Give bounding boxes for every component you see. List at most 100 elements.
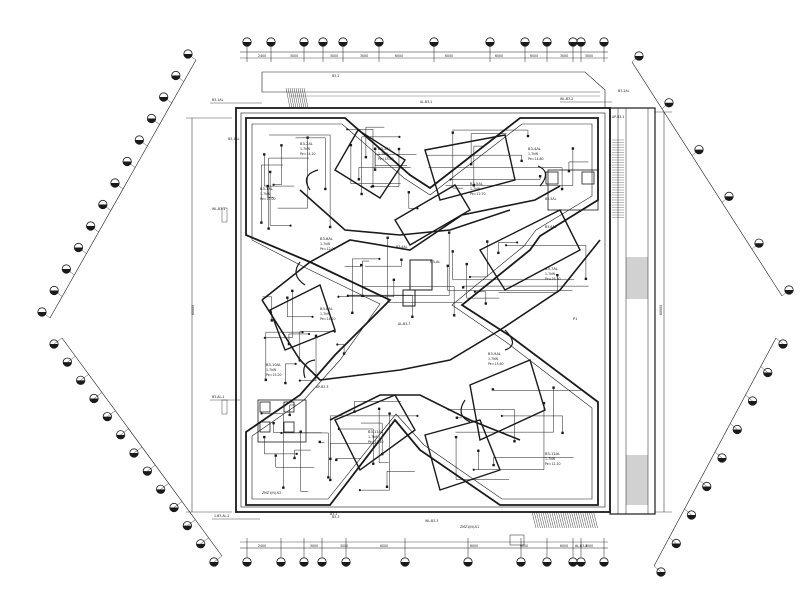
fixture-mark <box>491 388 495 391</box>
fixture-mark <box>447 231 451 234</box>
diagonal-grid-bubble-fill <box>754 243 764 248</box>
top-dim-2: 3000 <box>290 54 298 58</box>
top-grid-bubble-fill <box>242 42 252 47</box>
top-grid-bubbles <box>242 37 609 47</box>
ramp-hatch-line <box>567 511 572 529</box>
fixture-mark <box>314 334 318 338</box>
ramp-hatch-line <box>299 87 305 109</box>
fixture-mark <box>260 221 263 224</box>
left-note-tag: B3-1AL <box>228 137 240 141</box>
wiring-run <box>299 331 335 361</box>
feeder-label-10: AP-B3-3 <box>316 385 328 389</box>
wiring-run <box>277 137 308 209</box>
room-label-7: B3-7AL 1-7kW Pe=16.30 <box>545 267 561 281</box>
x-shaped-core <box>245 117 601 506</box>
outlet-mark <box>416 414 419 417</box>
bottom-dimension-ticks <box>246 538 605 557</box>
outlet-mark <box>263 336 266 339</box>
svg-text:1-7kW: 1-7kW <box>545 457 556 461</box>
top-dim-7: 6000 <box>495 54 503 58</box>
wiring-run <box>337 344 345 354</box>
wiring-run <box>477 450 479 471</box>
ramp-hatch-line <box>564 511 570 529</box>
fixture-mark <box>385 485 389 488</box>
svg-text:1-7kW: 1-7kW <box>320 242 331 246</box>
outlet-mark <box>346 128 349 131</box>
feeder-label-7: B3-5AL <box>545 197 557 201</box>
fixture-mark <box>584 277 588 281</box>
diagonal-tick <box>107 410 116 417</box>
fixture-mark <box>364 155 368 159</box>
ramp-hatch-line <box>285 87 291 109</box>
diagonal-tick <box>684 508 692 516</box>
ramp-hatch-line <box>562 511 567 529</box>
outlet-mark <box>260 412 263 415</box>
feeder-label-2: AL-B3-1 <box>420 100 432 104</box>
diagonal-grid-bubble-fill <box>183 525 192 530</box>
svg-text:Pe=14.10: Pe=14.10 <box>320 317 336 321</box>
fixture-mark <box>377 407 381 411</box>
bottom-grid-bubble-fill <box>341 562 351 567</box>
left-dim-text: 60000 <box>191 305 195 315</box>
wiring-run <box>348 294 413 317</box>
outlet-mark <box>449 178 452 181</box>
svg-text:Pe=13.00: Pe=13.00 <box>378 157 394 161</box>
ramp-hatch-line <box>556 511 561 529</box>
fixture-mark <box>267 227 270 230</box>
upper-right-diagonal-grid <box>631 51 794 297</box>
ramp-hatch-line <box>303 87 309 109</box>
diagonal-grid-bubble-fill <box>778 344 788 349</box>
room-label-6: B3-6AL 1-7kW Pe=12.00 <box>320 237 336 251</box>
fixture-mark <box>520 159 523 163</box>
wiring-run <box>362 260 370 296</box>
wiring-run <box>466 264 500 299</box>
feeder-label-3: WL-B3-2 <box>560 97 573 101</box>
diagonal-tick <box>775 337 784 345</box>
room-labels: B3-1AL 1-7kW Pe=17.00 B3-2AL 1-7kW Pe=14… <box>260 142 561 466</box>
svg-text:1-7kW: 1-7kW <box>320 312 331 316</box>
wiring-run <box>474 291 487 304</box>
top-dim-10: 3000 <box>585 54 593 58</box>
diagonal-tick <box>653 565 662 573</box>
wiring-run <box>264 290 293 339</box>
diagonal-tick <box>213 555 223 563</box>
fixture-mark <box>397 147 401 151</box>
fixture-mark <box>386 236 389 239</box>
bottom-dim-5: 6000 <box>470 544 478 548</box>
fixture-mark <box>513 440 516 443</box>
diagonal-grid-bubble-fill <box>86 226 95 231</box>
svg-text:B3-8AL: B3-8AL <box>320 307 333 311</box>
fixture-mark <box>486 240 489 243</box>
room-mark: P1 <box>573 317 577 321</box>
outlet-mark <box>472 468 475 471</box>
svg-text:Pe=14.80: Pe=14.80 <box>528 157 544 161</box>
bottom-dim-1: 2400 <box>258 544 266 548</box>
wiring-run <box>264 437 297 455</box>
fixture-mark <box>274 454 277 457</box>
bottom-grid-bubbles <box>242 557 609 567</box>
right-dim-text: 60000 <box>659 305 663 315</box>
bottom-grid-bubble-fill <box>576 562 586 567</box>
outlet-mark <box>500 414 503 418</box>
outlet-mark <box>516 241 519 244</box>
ramp-hatch-line <box>558 511 563 529</box>
fixture-mark <box>293 456 296 460</box>
top-grid-bubble-fill <box>429 42 439 47</box>
diagonal-tick <box>67 356 76 363</box>
wiring-run <box>387 237 463 303</box>
right-stair-hatching <box>612 139 648 505</box>
bottom-dim-6: 6000 <box>520 544 528 548</box>
diagonal-grid-bubble-fill <box>169 507 179 512</box>
diagonal-tick <box>714 451 723 459</box>
fixture-mark <box>411 315 414 319</box>
diagonal-grid-bubble-fill <box>183 54 193 59</box>
wiring-run <box>350 145 401 185</box>
outlet-mark <box>272 183 275 186</box>
outlet-mark <box>294 362 297 365</box>
top-grid-bubble-fill <box>338 42 348 47</box>
fixture-mark <box>288 413 291 417</box>
ramp-hatch-line <box>575 511 581 529</box>
diagonal-grid-bubble-fill <box>634 56 644 61</box>
diagonal-tick <box>93 392 103 399</box>
